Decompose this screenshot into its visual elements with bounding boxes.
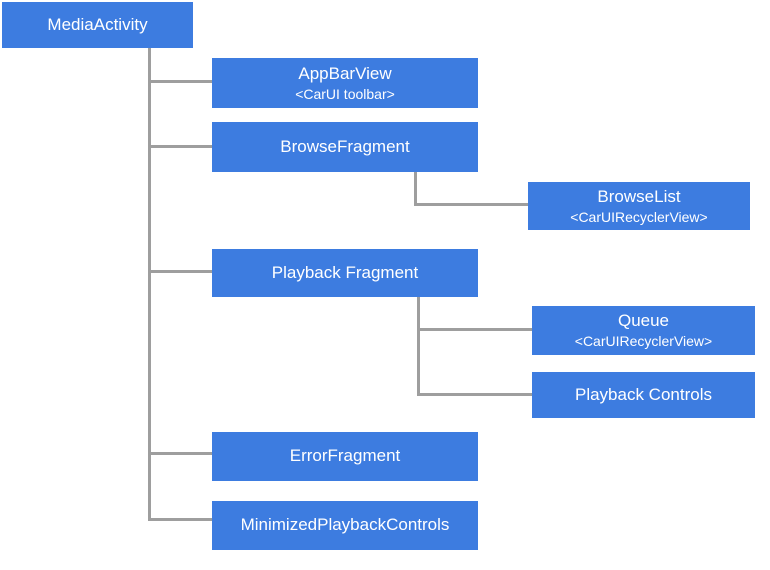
node-label: Playback Fragment [271,262,419,282]
node-label: Playback Controls [574,384,712,404]
connector-playbackfragment-drop [417,297,420,396]
node-label: BrowseList [597,186,681,206]
node-sublabel: <CarUI toolbar> [295,85,395,102]
connector-to-browselist [414,203,528,206]
node-media-activity: MediaActivity [2,2,193,48]
node-label: MediaActivity [47,14,148,34]
node-browse-list: BrowseList <CarUIRecyclerView> [528,182,750,230]
connector-to-browsefragment [148,145,212,148]
node-playback-fragment: Playback Fragment [212,249,478,297]
connector-trunk-vertical [148,48,151,521]
node-sublabel: <CarUIRecyclerView> [570,208,708,225]
connector-to-errorfragment [148,452,212,455]
node-app-bar-view: AppBarView <CarUI toolbar> [212,58,478,108]
node-label: MinimizedPlaybackControls [240,515,450,535]
connector-to-appbarview [148,80,212,83]
node-label: AppBarView [298,63,392,83]
node-label: Queue [617,311,670,331]
node-label: BrowseFragment [280,136,410,156]
connector-browsefragment-drop [414,172,417,206]
node-label: ErrorFragment [289,446,401,466]
connector-to-queue [417,328,532,331]
node-error-fragment: ErrorFragment [212,432,478,481]
connector-to-minimizedplaybackcontrols [148,518,212,521]
node-minimized-playback-controls: MinimizedPlaybackControls [212,501,478,550]
connector-to-playbackfragment [148,270,212,273]
node-sublabel: <CarUIRecyclerView> [574,333,713,350]
node-playback-controls: Playback Controls [532,372,755,418]
node-browse-fragment: BrowseFragment [212,122,478,172]
connector-to-playbackcontrols [417,393,532,396]
node-queue: Queue <CarUIRecyclerView> [532,306,755,355]
